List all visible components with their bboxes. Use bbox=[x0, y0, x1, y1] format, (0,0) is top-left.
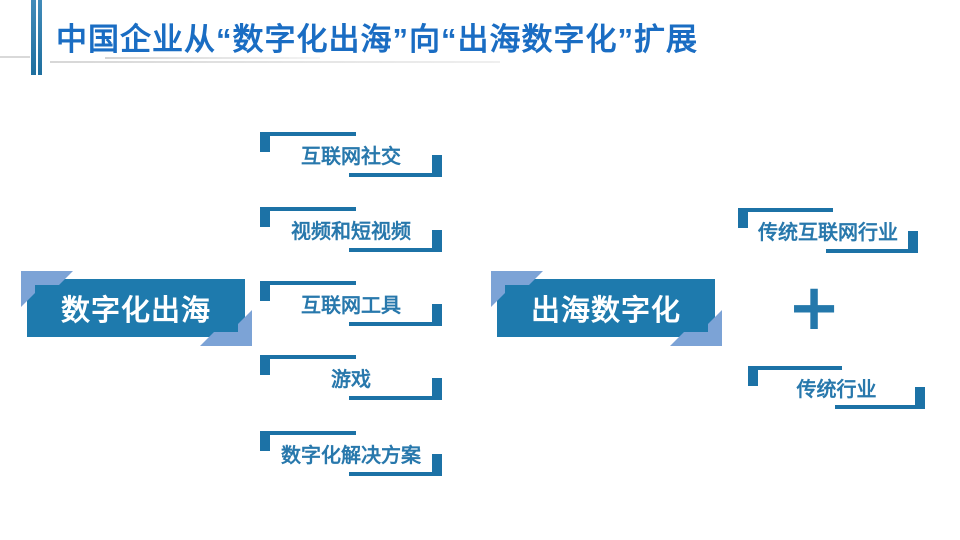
bracket-bar-top-left bbox=[260, 355, 270, 375]
bracket-line-bottom bbox=[349, 472, 442, 476]
bracket-bar-top-left bbox=[260, 431, 270, 451]
tag-label: 传统互联网行业 bbox=[758, 222, 898, 244]
bracket-bar-bottom-right bbox=[432, 155, 442, 177]
bracket-line-bottom bbox=[349, 248, 442, 252]
bracket-bar-top-left bbox=[260, 281, 270, 301]
tag-internet-tools: 互联网工具 bbox=[260, 281, 442, 326]
bracket-bar-top-left bbox=[748, 366, 758, 386]
header-divider-lower bbox=[50, 61, 500, 63]
tag-digital-solutions: 数字化解决方案 bbox=[260, 431, 442, 476]
tag-label: 视频和短视频 bbox=[291, 221, 411, 243]
bracket-bar-bottom-right bbox=[432, 454, 442, 476]
tag-label: 传统行业 bbox=[796, 379, 877, 401]
tag-label: 互联网工具 bbox=[301, 295, 401, 317]
tag-games: 游戏 bbox=[260, 355, 442, 400]
bracket-line-top bbox=[260, 431, 357, 435]
bracket-line-top bbox=[748, 366, 842, 370]
bracket-line-top bbox=[260, 281, 357, 285]
bracket-bar-bottom-right bbox=[432, 230, 442, 252]
tag-internet-social: 互联网社交 bbox=[260, 132, 442, 177]
tag-label: 游戏 bbox=[331, 369, 371, 391]
bracket-line-bottom bbox=[826, 249, 918, 253]
bracket-line-top bbox=[260, 207, 357, 211]
bracket-line-top bbox=[260, 132, 357, 136]
bracket-bar-top-left bbox=[738, 208, 748, 228]
concept-box-digitalization-going-global: 数字化出海 bbox=[21, 271, 245, 337]
bracket-line-bottom bbox=[349, 322, 442, 326]
concept-box-label: 数字化出海 bbox=[60, 295, 211, 327]
bracket-bar-bottom-right bbox=[432, 304, 442, 326]
tag-label: 互联网社交 bbox=[301, 146, 401, 168]
tag-traditional-internet-industry: 传统互联网行业 bbox=[738, 208, 918, 253]
page-title: 中国企业从“数字化出海”向“出海数字化”扩展 bbox=[56, 22, 698, 57]
plus-icon: + bbox=[787, 271, 841, 345]
header-divider-left-stub bbox=[0, 56, 30, 58]
concept-box-going-global-digitalization: 出海数字化 bbox=[491, 271, 715, 337]
header-divider-upper bbox=[105, 57, 320, 59]
bracket-line-bottom bbox=[349, 396, 442, 400]
bracket-line-bottom bbox=[349, 173, 442, 177]
bracket-bar-bottom-right bbox=[908, 231, 918, 253]
concept-box-label: 出海数字化 bbox=[530, 295, 681, 327]
tag-label: 数字化解决方案 bbox=[281, 445, 421, 467]
title-accent-bar-1 bbox=[31, 0, 36, 75]
tag-video-short-video: 视频和短视频 bbox=[260, 207, 442, 252]
bracket-line-bottom bbox=[834, 405, 925, 409]
bracket-line-top bbox=[260, 355, 357, 359]
bracket-bar-top-left bbox=[260, 207, 270, 227]
bracket-line-top bbox=[738, 208, 834, 212]
bracket-bar-top-left bbox=[260, 132, 270, 152]
tag-traditional-industry: 传统行业 bbox=[748, 366, 925, 409]
bracket-bar-bottom-right bbox=[432, 378, 442, 400]
title-accent-bar-2 bbox=[37, 0, 42, 75]
bracket-bar-bottom-right bbox=[915, 387, 925, 409]
